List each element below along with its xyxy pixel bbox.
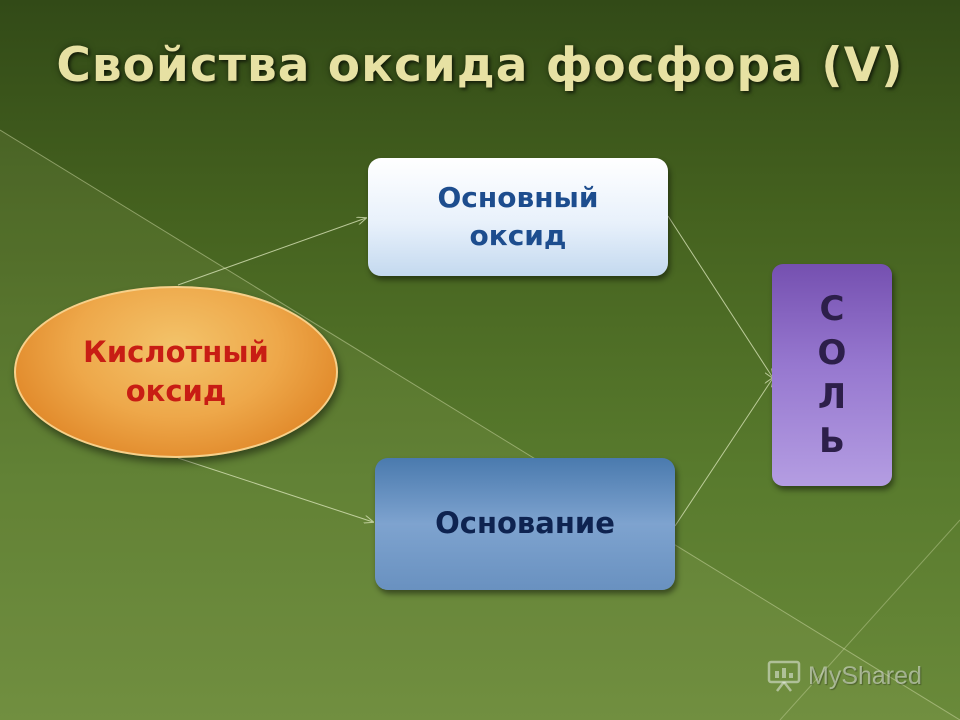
- salt-box: С О Л Ь: [772, 264, 892, 486]
- background-diagonal-line: [0, 129, 960, 720]
- background-diagonal-line-2: [779, 519, 960, 720]
- arrow-basic-oxide-to-salt: [667, 215, 773, 378]
- arrow-acidic-to-basic-oxide: [177, 218, 366, 286]
- watermark-text: MyShared: [808, 661, 922, 690]
- arrow-acidic-to-base: [177, 457, 373, 522]
- acidic-oxide-ellipse: Кислотный оксид: [14, 286, 338, 458]
- presentation-board-icon: [767, 660, 801, 692]
- watermark: MyShared: [766, 658, 946, 694]
- basic-oxide-box: Основный оксид: [368, 158, 668, 276]
- base-box: Основание: [375, 458, 675, 590]
- arrow-base-to-salt: [674, 378, 773, 527]
- base-label: Основание: [435, 506, 615, 541]
- acidic-oxide-label: Кислотный оксид: [83, 334, 269, 408]
- slide-title: Свойства оксида фосфора (V): [56, 38, 904, 93]
- basic-oxide-label: Основный оксид: [437, 181, 599, 252]
- salt-label: С О Л Ь: [817, 288, 847, 462]
